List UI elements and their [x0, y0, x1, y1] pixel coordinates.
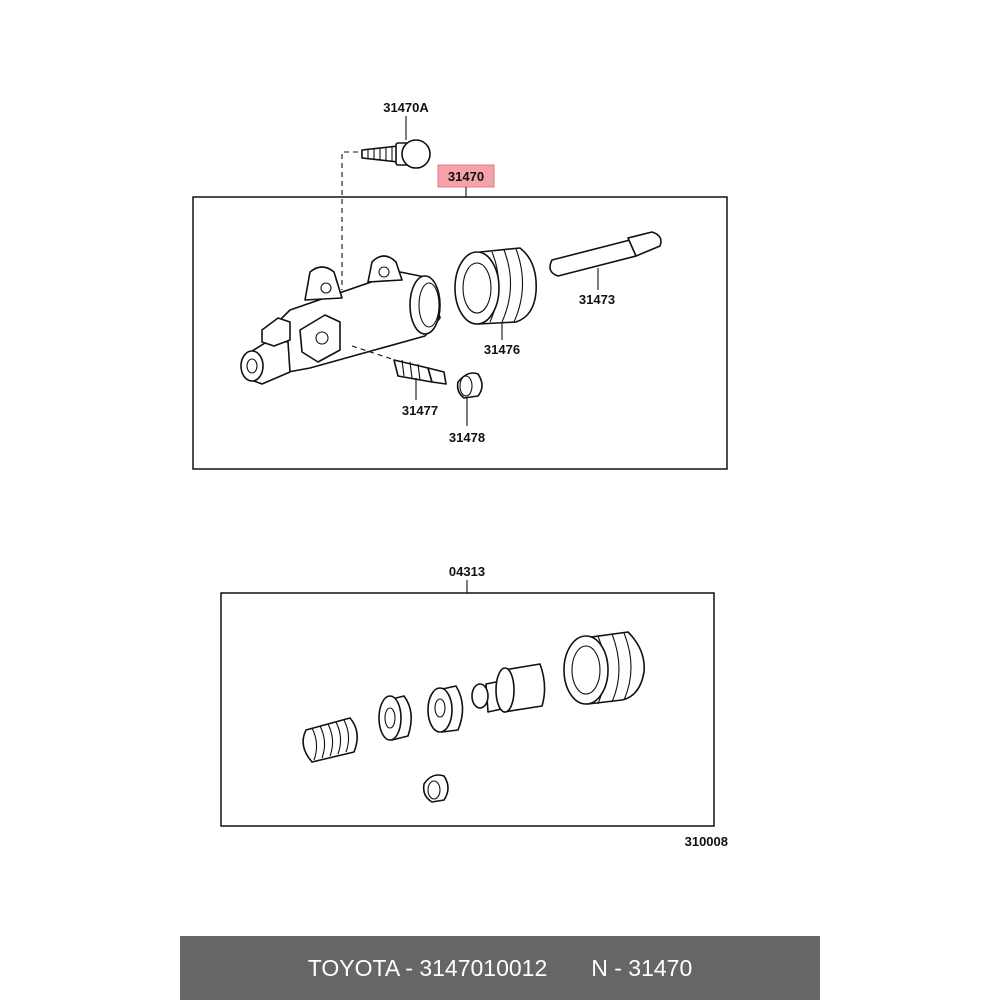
spring-part: [302, 717, 358, 763]
callout-repair-kit: 04313: [449, 564, 485, 579]
push-rod-part: [549, 231, 662, 277]
brand-part-number: TOYOTA - 3147010012: [307, 954, 548, 981]
part-info-bar: TOYOTA - 3147010012 N - 31470: [180, 936, 820, 1000]
callout-push-rod: 31473: [579, 292, 615, 307]
figure-number: 310008: [685, 834, 728, 849]
piston-seal-part: [427, 685, 464, 733]
release-cylinder-body: [240, 255, 441, 385]
piston-part: [471, 663, 546, 713]
callout-bleeder-plug: 31477: [402, 403, 438, 418]
kit-boot-part: [563, 631, 645, 705]
callout-assembly: 31470: [448, 169, 484, 184]
bolt-part: [361, 139, 431, 169]
bleeder-plug-part: [393, 359, 447, 385]
callout-bolt: 31470A: [383, 100, 429, 115]
reference-number: N - 31470: [591, 954, 693, 981]
callout-boot: 31476: [484, 342, 520, 357]
callout-bleeder-cap: 31478: [449, 430, 485, 445]
boot-part: [454, 247, 537, 325]
assembly-frame: [192, 196, 728, 470]
repair-kit-frame: [220, 592, 715, 827]
bleeder-cap-part: [456, 372, 483, 399]
kit-cap-part: [422, 774, 449, 803]
cup-seal-part: [378, 695, 412, 741]
